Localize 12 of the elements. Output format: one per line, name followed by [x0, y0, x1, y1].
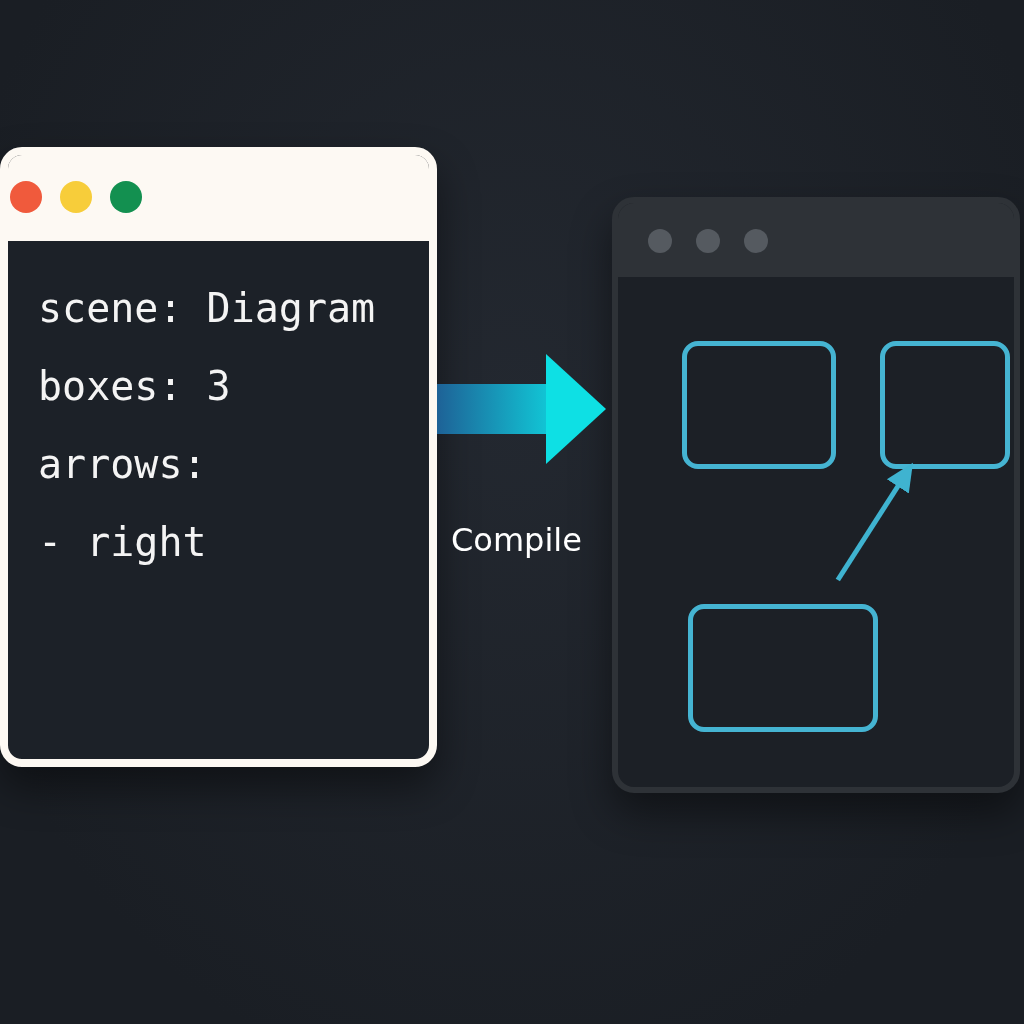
diagram-box — [688, 604, 878, 732]
code-line: - right — [38, 519, 207, 565]
code-line: arrows: — [38, 441, 207, 487]
code-line: boxes: 3 — [38, 363, 231, 409]
arrow — [437, 354, 606, 464]
edge-label: Compile — [451, 521, 582, 559]
diagram-box — [880, 341, 1010, 469]
diagram-box — [682, 341, 836, 469]
code-line: scene: Diagram — [38, 285, 376, 331]
preview-window — [612, 197, 1020, 793]
code-editor-window — [0, 147, 437, 767]
arrow — [835, 462, 913, 582]
